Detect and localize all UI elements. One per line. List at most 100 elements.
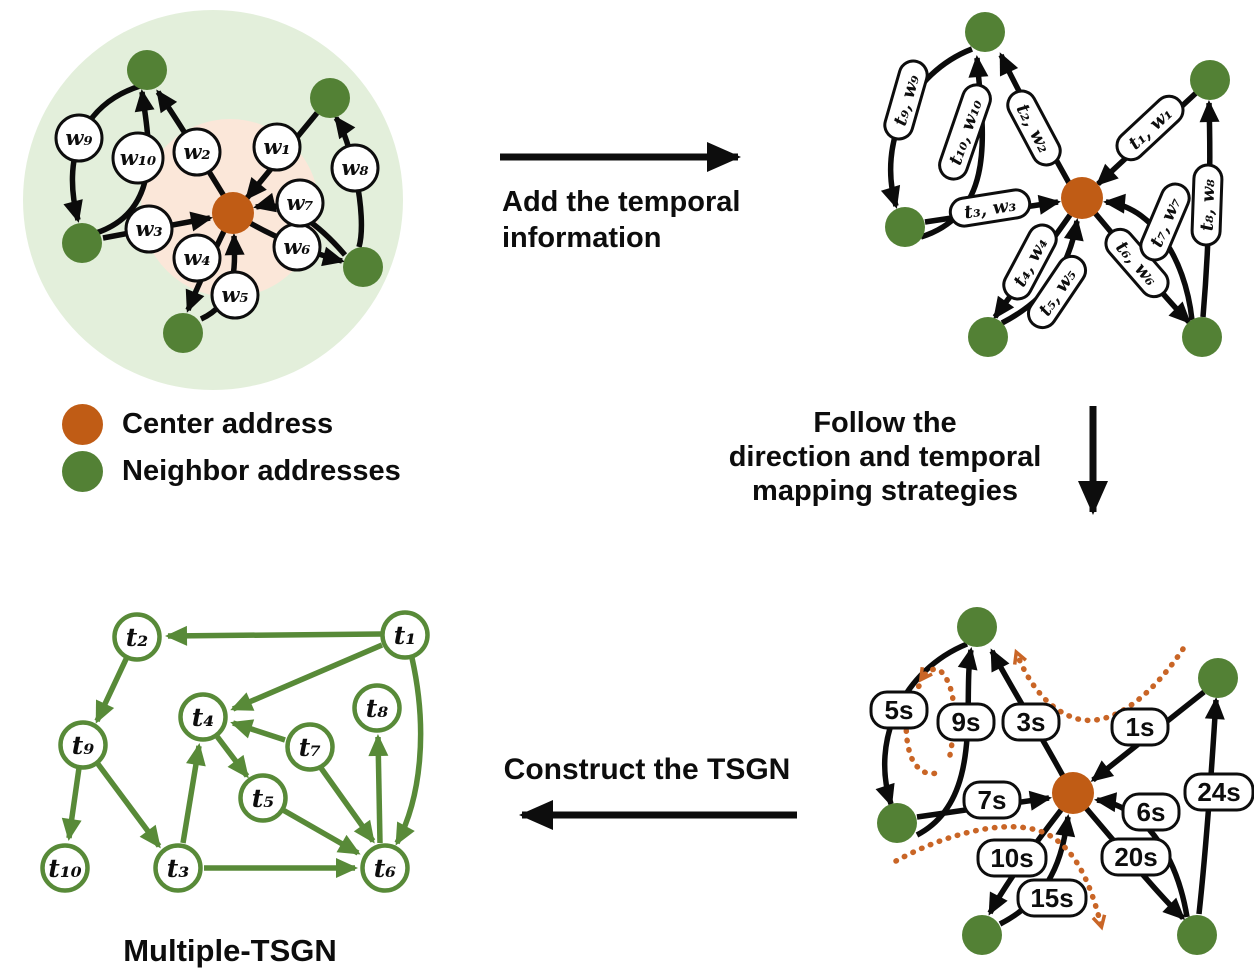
temporal-label-pill: [1115, 94, 1185, 162]
time-label-text: 10s: [990, 843, 1033, 873]
weight-label-text: w₈: [341, 155, 368, 180]
time-label-text: 24s: [1197, 777, 1240, 807]
weight-label-w7: w₇: [275, 178, 325, 228]
tsgn-node-circle: [153, 843, 203, 893]
weight-label-w10: w₁₀: [111, 131, 165, 185]
time-label-pill: [1110, 707, 1170, 747]
tsgn-node-circle: [352, 683, 402, 733]
weight-label-w6: w₆: [272, 222, 322, 272]
tsgn-panel: t₁ t₂ t₃ t₄ t₅ t₆ t₇ t₈ t₉ t₁₀: [40, 610, 430, 893]
tsgn-node-t1: t₁: [380, 610, 430, 660]
tsgn-node-circle: [58, 720, 108, 770]
time-label-pill: [1100, 837, 1172, 877]
time-label-text: 9s: [952, 707, 981, 737]
weight-label-bubble: [111, 131, 165, 185]
tsgn-node-t6: t₆: [360, 843, 410, 893]
center-node: [1061, 177, 1103, 219]
neighbor-node: [127, 50, 167, 90]
time-label-pill: [1121, 792, 1181, 832]
neighbor-node: [968, 317, 1008, 357]
step3-caption: Construct the TSGN: [467, 752, 827, 788]
weight-label-w3: w₃: [124, 204, 174, 254]
tsgn-node-label: t₂: [126, 623, 149, 652]
tsgn-node-t2: t₂: [112, 612, 162, 662]
time-label-24s: 24s: [1183, 772, 1254, 812]
tsgn-node-circle: [360, 843, 410, 893]
tsgn-node-label: t₅: [252, 784, 275, 813]
weight-label-bubble: [252, 122, 302, 172]
step2-caption: Follow the direction and temporal mappin…: [695, 406, 1075, 508]
tsgn-node-circle: [285, 722, 335, 772]
center-address-dot: [62, 403, 103, 445]
weight-label-w1: w₁: [252, 122, 302, 172]
tsgn-edge-t9-t10: [61, 767, 82, 841]
tsgn-edge-t1-t6: [394, 657, 424, 846]
neighbor-node: [965, 12, 1005, 52]
tsgn-edge-t6-t8: [368, 734, 389, 844]
tsgn-edge-t9-t3: [95, 762, 162, 849]
weight-label-text: w₆: [283, 234, 310, 259]
neighbor-node: [1198, 658, 1238, 698]
mapping-curve-bottom: [893, 824, 1107, 931]
tsgn-edge-t3-t4: [180, 743, 206, 844]
edge-9s: [915, 647, 978, 838]
legend-center-label: Center address: [122, 407, 334, 440]
time-label-6s: 6s: [1121, 792, 1181, 832]
neighbor-node: [1177, 915, 1217, 955]
temporal-label-t1: t₁, w₁: [1115, 94, 1185, 162]
tsgn-node-label: t₇: [299, 733, 322, 762]
neighbor-addresses-dot: [62, 450, 103, 492]
center-node: [212, 192, 254, 234]
temporal-label-pill: [948, 188, 1032, 228]
weight-label-w4: w₄: [172, 233, 222, 283]
tsgn-node-t5: t₅: [238, 773, 288, 823]
temporal-label-t3: t₃, w₃: [948, 188, 1032, 228]
tsgn-node-label: t₆: [374, 854, 397, 883]
legend: Center address Neighbor addresses: [62, 403, 401, 498]
neighbor-node: [962, 915, 1002, 955]
tsgn-node-label: t₁₀: [48, 854, 81, 883]
neighbor-node: [343, 247, 383, 287]
temporal-label-pill: [938, 83, 992, 181]
neighbor-node: [1182, 317, 1222, 357]
time-label-10s: 10s: [976, 838, 1048, 878]
tsgn-edge-t2-t9: [94, 655, 130, 724]
edge-15s: [998, 814, 1076, 927]
temporal-label-pill: [1139, 182, 1191, 262]
weight-label-bubble: [172, 233, 222, 283]
time-label-pill: [936, 702, 996, 742]
tsgn-node-circle: [112, 612, 162, 662]
time-label-5s: 5s: [869, 690, 929, 730]
neighbor-node: [62, 223, 102, 263]
tsgn-edge-t7-t4: [230, 719, 286, 743]
time-label-pill: [1001, 702, 1061, 742]
weight-label-text: w₃: [135, 216, 162, 241]
weight-label-bubble: [172, 127, 222, 177]
tsgn-node-t9: t₉: [58, 720, 108, 770]
time-label-pill: [1183, 772, 1254, 812]
step2-caption-line3: mapping strategies: [752, 475, 1018, 507]
tsgn-edge-t1-t4: [230, 642, 384, 712]
weight-label-text: w₁: [263, 134, 290, 159]
time-label-9s: 9s: [936, 702, 996, 742]
temporal-label-t8: t₈, w₈: [1190, 163, 1224, 247]
tsgn-node-t10: t₁₀: [40, 843, 90, 893]
weight-label-w9: w₉: [54, 113, 104, 163]
neighbor-node: [957, 607, 997, 647]
tsgn-node-t3: t₃: [153, 843, 203, 893]
step2-caption-line1: Follow the: [813, 407, 957, 439]
step1-caption-line1: Add the temporal: [502, 186, 741, 218]
temporal-label-t10: t₁₀, w₁₀: [938, 83, 992, 181]
temporal-label-pill: [1190, 163, 1224, 247]
tsgn-node-circle: [380, 610, 430, 660]
weight-label-bubble: [275, 178, 325, 228]
time-label-15s: 15s: [1016, 878, 1088, 918]
neighbor-node: [885, 207, 925, 247]
temporal-label-t5: t₅, w₅: [1026, 254, 1088, 330]
step1-caption-line2: information: [502, 222, 662, 254]
weight-label-text: w₄: [183, 245, 210, 270]
neighbor-node: [1190, 60, 1230, 100]
temporal-label-t2: t₂, w₂: [1006, 89, 1062, 167]
weight-label-text: w₇: [286, 190, 313, 215]
